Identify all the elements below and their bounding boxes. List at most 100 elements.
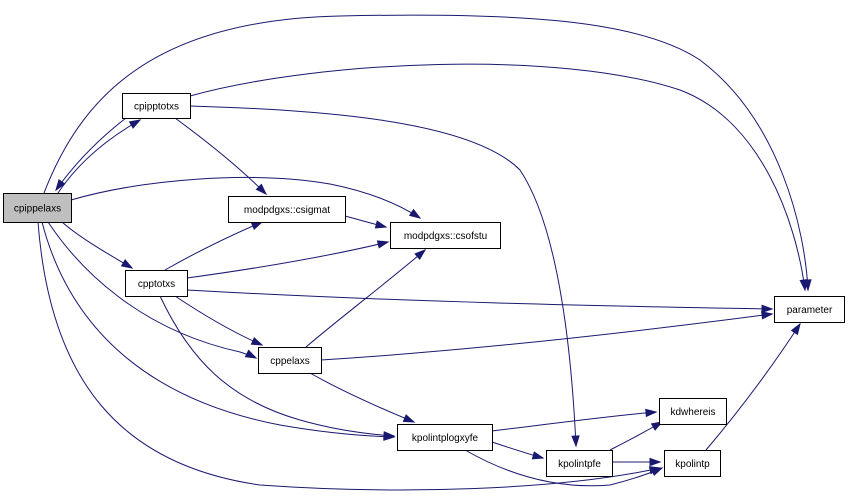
node-label: kpolintplogxyfe [412,433,479,444]
node-box[interactable] [122,93,191,119]
arrowhead [571,435,580,448]
node-box[interactable] [546,450,613,477]
edge-cpptotxs-to-kpolintplogxyfe [159,295,396,440]
edge-cpipptotxs-to-parameter [189,63,808,292]
nodes: cpippelaxs cpipptotxsmodpdgxs::csigmatmod… [3,93,845,477]
edge-line [186,289,773,310]
edge-cppelaxs-to-kpolintplogxyfe [309,372,416,423]
edge-line [189,105,577,447]
edge-line [164,221,263,271]
node-label: cppelaxs [270,356,309,367]
node-kpolintpfe[interactable]: kpolintpfe [546,450,613,477]
edge-line [174,117,267,195]
node-label: cpipptotxs [134,102,179,113]
arrowhead [128,119,142,129]
node-label: modpdgxs::csofstu [404,231,487,242]
edge-line [491,411,657,432]
node-box[interactable] [228,196,346,223]
edge-line [57,119,141,194]
node-label: kpolintp [675,459,710,470]
edge-kpolintplogxyfe-to-kdwhereis [491,408,658,432]
node-box[interactable] [3,193,72,223]
edge-line [43,14,809,291]
edge-cppelaxs-to-modpdgxs_csofstu [305,249,427,348]
arrowhead [531,451,545,460]
arrowhead [408,208,422,219]
edge-line [705,323,801,451]
node-cpippelaxs[interactable]: cpippelaxs [3,193,72,223]
edge-kpolintp-to-parameter [705,322,801,451]
arrowhead [255,183,268,196]
node-box[interactable] [125,270,188,297]
edge-cpippelaxs-to-cppelaxs [47,221,258,359]
arrowhead [402,414,416,423]
arrowhead [376,240,390,249]
edges [37,14,812,491]
arrowhead [799,279,808,292]
arrowhead [250,336,264,346]
edge-cppelaxs-to-parameter [320,311,774,361]
arrowhead [645,408,658,418]
edge-line [305,249,426,348]
arrowhead [244,349,258,359]
edge-cpptotxs-to-modpdgxs_csofstu [186,240,390,279]
edge-cpipptotxs-to-modpdgxs_csigmat [174,117,268,196]
edge-cpippelaxs-to-kpolintplogxyfe [41,221,396,441]
edge-line [159,295,395,437]
node-cpptotxs[interactable]: cpptotxs [125,270,188,297]
node-cpipptotxs[interactable]: cpipptotxs [122,93,191,119]
edge-line [37,221,661,491]
node-box[interactable] [664,450,721,477]
node-label: modpdgxs::csigmat [244,205,330,216]
arrowhead [250,221,264,231]
edge-cpptotxs-to-parameter [186,289,774,314]
arrowhead [761,304,774,314]
edge-line [41,221,395,438]
arrowhead [790,322,801,336]
edge-line [70,177,421,219]
node-parameter[interactable]: parameter [774,296,845,323]
node-kpolintp[interactable]: kpolintp [664,450,721,477]
edge-cpptotxs-to-modpdgxs_csigmat [164,221,264,271]
edge-line [186,241,389,279]
node-label: kdwhereis [670,407,715,418]
node-label: parameter [787,305,833,316]
node-modpdgxs_csigmat[interactable]: modpdgxs::csigmat [228,196,346,223]
arrowhead [761,311,774,320]
arrowhead [374,220,388,229]
node-box[interactable] [258,347,322,374]
node-modpdgxs_csofstu[interactable]: modpdgxs::csofstu [390,222,501,249]
node-box[interactable] [397,424,493,451]
node-box[interactable] [774,296,845,323]
edge-kpolintplogxyfe-to-kpolintp [464,449,664,487]
edge-kpolintplogxyfe-to-kpolintpfe [491,441,545,460]
edge-cpippelaxs-to-modpdgxs_csofstu [70,177,422,219]
edge-cpippelaxs-to-kpolintp [37,221,662,491]
arrowhead [414,249,427,261]
node-kdwhereis[interactable]: kdwhereis [659,398,727,425]
node-box[interactable] [659,398,727,425]
edge-kpolintpfe-to-kpolintp [612,457,662,467]
node-label: cpippelaxs [14,204,61,215]
edge-cpptotxs-to-cppelaxs [174,295,264,346]
arrowhead [383,431,396,440]
node-label: kpolintpfe [558,459,601,470]
edge-cpipptotxs-to-kpolintpfe [189,105,580,448]
node-box[interactable] [390,222,501,249]
arrowhead [649,457,662,467]
edge-line [309,372,415,423]
edge-line [189,63,806,291]
node-kpolintplogxyfe[interactable]: kpolintplogxyfe [397,424,493,451]
node-cppelaxs[interactable]: cppelaxs [258,347,322,374]
edge-line [61,221,133,269]
edge-line [174,295,263,346]
edge-cpippelaxs-to-cpptotxs [61,221,134,269]
edge-cpipptotxs-to-cpippelaxs [55,117,127,192]
edge-line [464,449,663,487]
edge-kpolintpfe-to-kdwhereis [609,421,664,451]
edge-line [55,117,127,191]
node-label: cpptotxs [138,279,175,290]
arrowhead [120,259,134,269]
edge-modpdgxs_csigmat-to-modpdgxs_csofstu [344,215,388,229]
